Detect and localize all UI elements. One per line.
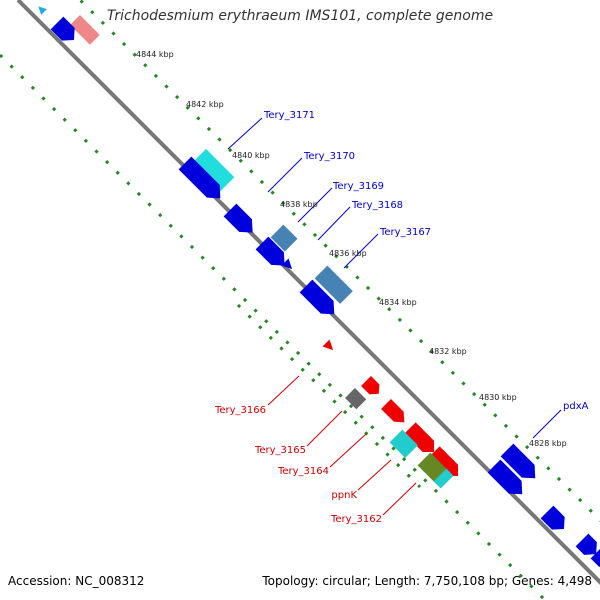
gene-label-ppnk[interactable]: ppnK [331,490,357,501]
leader-pdxa [532,409,562,439]
gene-label-pdxa[interactable]: pdxA [563,401,589,412]
cyan-feature-reverse[interactable] [389,429,418,458]
scale-label: 4842 kbp [186,100,224,109]
gene-feature-tery-3165[interactable] [345,388,367,410]
gene-arrow-low-1[interactable] [487,459,529,501]
tick-line-inner [0,53,547,600]
gene-label-tery-3166[interactable]: Tery_3166 [214,405,266,416]
gene-feature-pdxa[interactable] [500,443,542,485]
forward-label-leaders [227,117,562,439]
map-title: Trichodesmium erythraeum IMS101, complet… [106,8,494,24]
gene-arrow-top[interactable] [50,16,81,47]
gene-arrow-low-4[interactable] [590,545,600,573]
tick-track-inner [0,53,547,600]
gene-label-tery-3168[interactable]: Tery_3168 [351,200,403,211]
gene-label-tery-3162[interactable]: Tery_3162 [330,514,382,525]
gene-feature-tery-3166[interactable] [361,376,384,399]
gene-feature-ppnk[interactable] [404,422,439,457]
gene-label-tery-3165[interactable]: Tery_3165 [254,445,306,456]
reverse-features [322,339,463,489]
leader-tery-3162 [382,482,417,516]
scale-label: 4834 kbp [379,298,417,307]
gene-label-tery-3167[interactable]: Tery_3167 [379,227,431,238]
gene-arrow-3169[interactable] [223,203,259,239]
scale-label: 4830 kbp [479,393,517,402]
scale-label: 4836 kbp [329,249,367,258]
gene-arrow-3171[interactable] [178,156,227,205]
leader-tery-3165 [306,410,343,447]
leader-tery-3168 [317,206,351,241]
gene-arrow-low-2[interactable] [540,505,571,536]
scale-label: 4828 kbp [529,439,567,448]
gene-feature-tery-3170[interactable] [270,224,298,252]
forward-features [36,4,542,485]
leader-tery-3171 [227,117,263,150]
reverse-label-leaders [267,375,417,516]
tick-track-outer [77,0,600,523]
salmon-feature[interactable] [70,15,100,45]
leader-ppnk [357,459,392,491]
reverse-gene-labels: Tery_3166 Tery_3165 Tery_3164 ppnK Tery_… [214,405,382,525]
leader-tery-3166 [267,375,300,406]
gene-feature-tery-3171[interactable] [191,148,235,192]
scale-label: 4840 kbp [232,151,270,160]
gene-arrow-low-3[interactable] [575,533,600,561]
gene-label-tery-3170[interactable]: Tery_3170 [303,151,355,162]
gene-feature-tery-3168[interactable] [314,265,353,304]
scale-label: 4844 kbp [136,50,174,59]
accession-text: Accession: NC_008312 [8,574,145,588]
leader-tery-3164 [329,433,367,468]
tick-line-outer [77,0,600,523]
tick-track-mid [236,303,422,489]
gene-feature-tery-3164[interactable] [381,399,409,427]
gene-label-tery-3169[interactable]: Tery_3169 [332,181,384,192]
leader-tery-3169 [297,187,333,223]
forward-gene-labels: Tery_3171 Tery_3170 Tery_3169 Tery_3168 … [263,110,589,412]
tick-line-mid [236,303,422,489]
gene-arrow-3167[interactable] [299,279,341,321]
gene-feature-tery-3162[interactable] [428,446,463,481]
forward-gene-arrows [50,16,600,573]
leader-tery-3167 [343,233,379,269]
cyan-small-marker[interactable] [36,4,47,15]
gene-feature-small-red[interactable] [322,339,336,353]
scale-labels: 4844 kbp 4842 kbp 4840 kbp 4838 kbp 4836… [136,50,567,448]
gene-label-tery-3171[interactable]: Tery_3171 [263,110,315,121]
cyan-feature-reverse-2[interactable] [433,468,454,489]
gene-feature-tery-3167[interactable] [281,258,295,272]
leader-tery-3170 [267,157,303,193]
gene-arrow-3168[interactable] [255,236,291,272]
genome-stats-text: Topology: circular; Length: 7,750,108 bp… [262,574,592,588]
scale-label: 4838 kbp [280,200,318,209]
gene-label-tery-3164[interactable]: Tery_3164 [277,466,329,477]
scale-label: 4832 kbp [429,347,467,356]
